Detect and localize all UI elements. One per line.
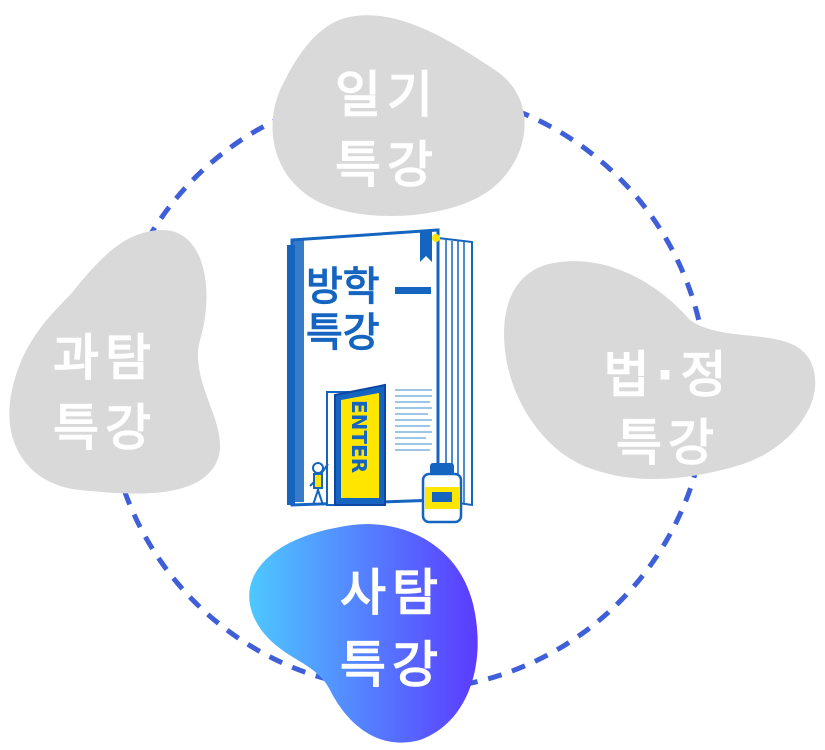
node-social-line1: 사탐 <box>340 564 444 622</box>
book-illustration[interactable]: 방학 특강 ENTER <box>287 228 473 524</box>
node-diary-line1: 일기 <box>335 66 439 124</box>
book-title-dash <box>395 287 431 294</box>
bookmark-icon <box>420 230 432 262</box>
book-text-lines <box>395 389 432 451</box>
blob-shape-diary <box>272 15 525 217</box>
node-science-line2: 특강 <box>53 399 157 457</box>
enter-door-panel <box>341 393 379 498</box>
enter-label: ENTER <box>347 400 371 473</box>
blob-shape-social <box>249 524 478 743</box>
ink-bottle-icon <box>421 463 463 524</box>
node-law-line1: 법·정 <box>604 346 733 404</box>
blob-shape-science <box>9 229 221 494</box>
node-diary[interactable]: 일기 특강 <box>272 15 525 217</box>
book-spine-band <box>292 240 304 502</box>
blob-shape-law <box>504 261 816 480</box>
book-title-line2: 특강 <box>306 310 380 356</box>
bookmark-dot <box>432 234 440 242</box>
book-cover-edge <box>287 245 295 505</box>
node-social-line2: 특강 <box>340 636 444 694</box>
node-science[interactable]: 과탐 특강 <box>9 229 221 494</box>
node-social[interactable]: 사탐 특강 <box>249 524 478 743</box>
book-title-line1: 방학 <box>306 264 380 310</box>
node-diary-line2: 특강 <box>335 136 439 194</box>
node-law[interactable]: 법·정 특강 <box>504 261 816 480</box>
node-science-line1: 과탐 <box>53 329 157 387</box>
node-law-line2: 특강 <box>616 414 720 472</box>
person-icon <box>309 462 329 506</box>
